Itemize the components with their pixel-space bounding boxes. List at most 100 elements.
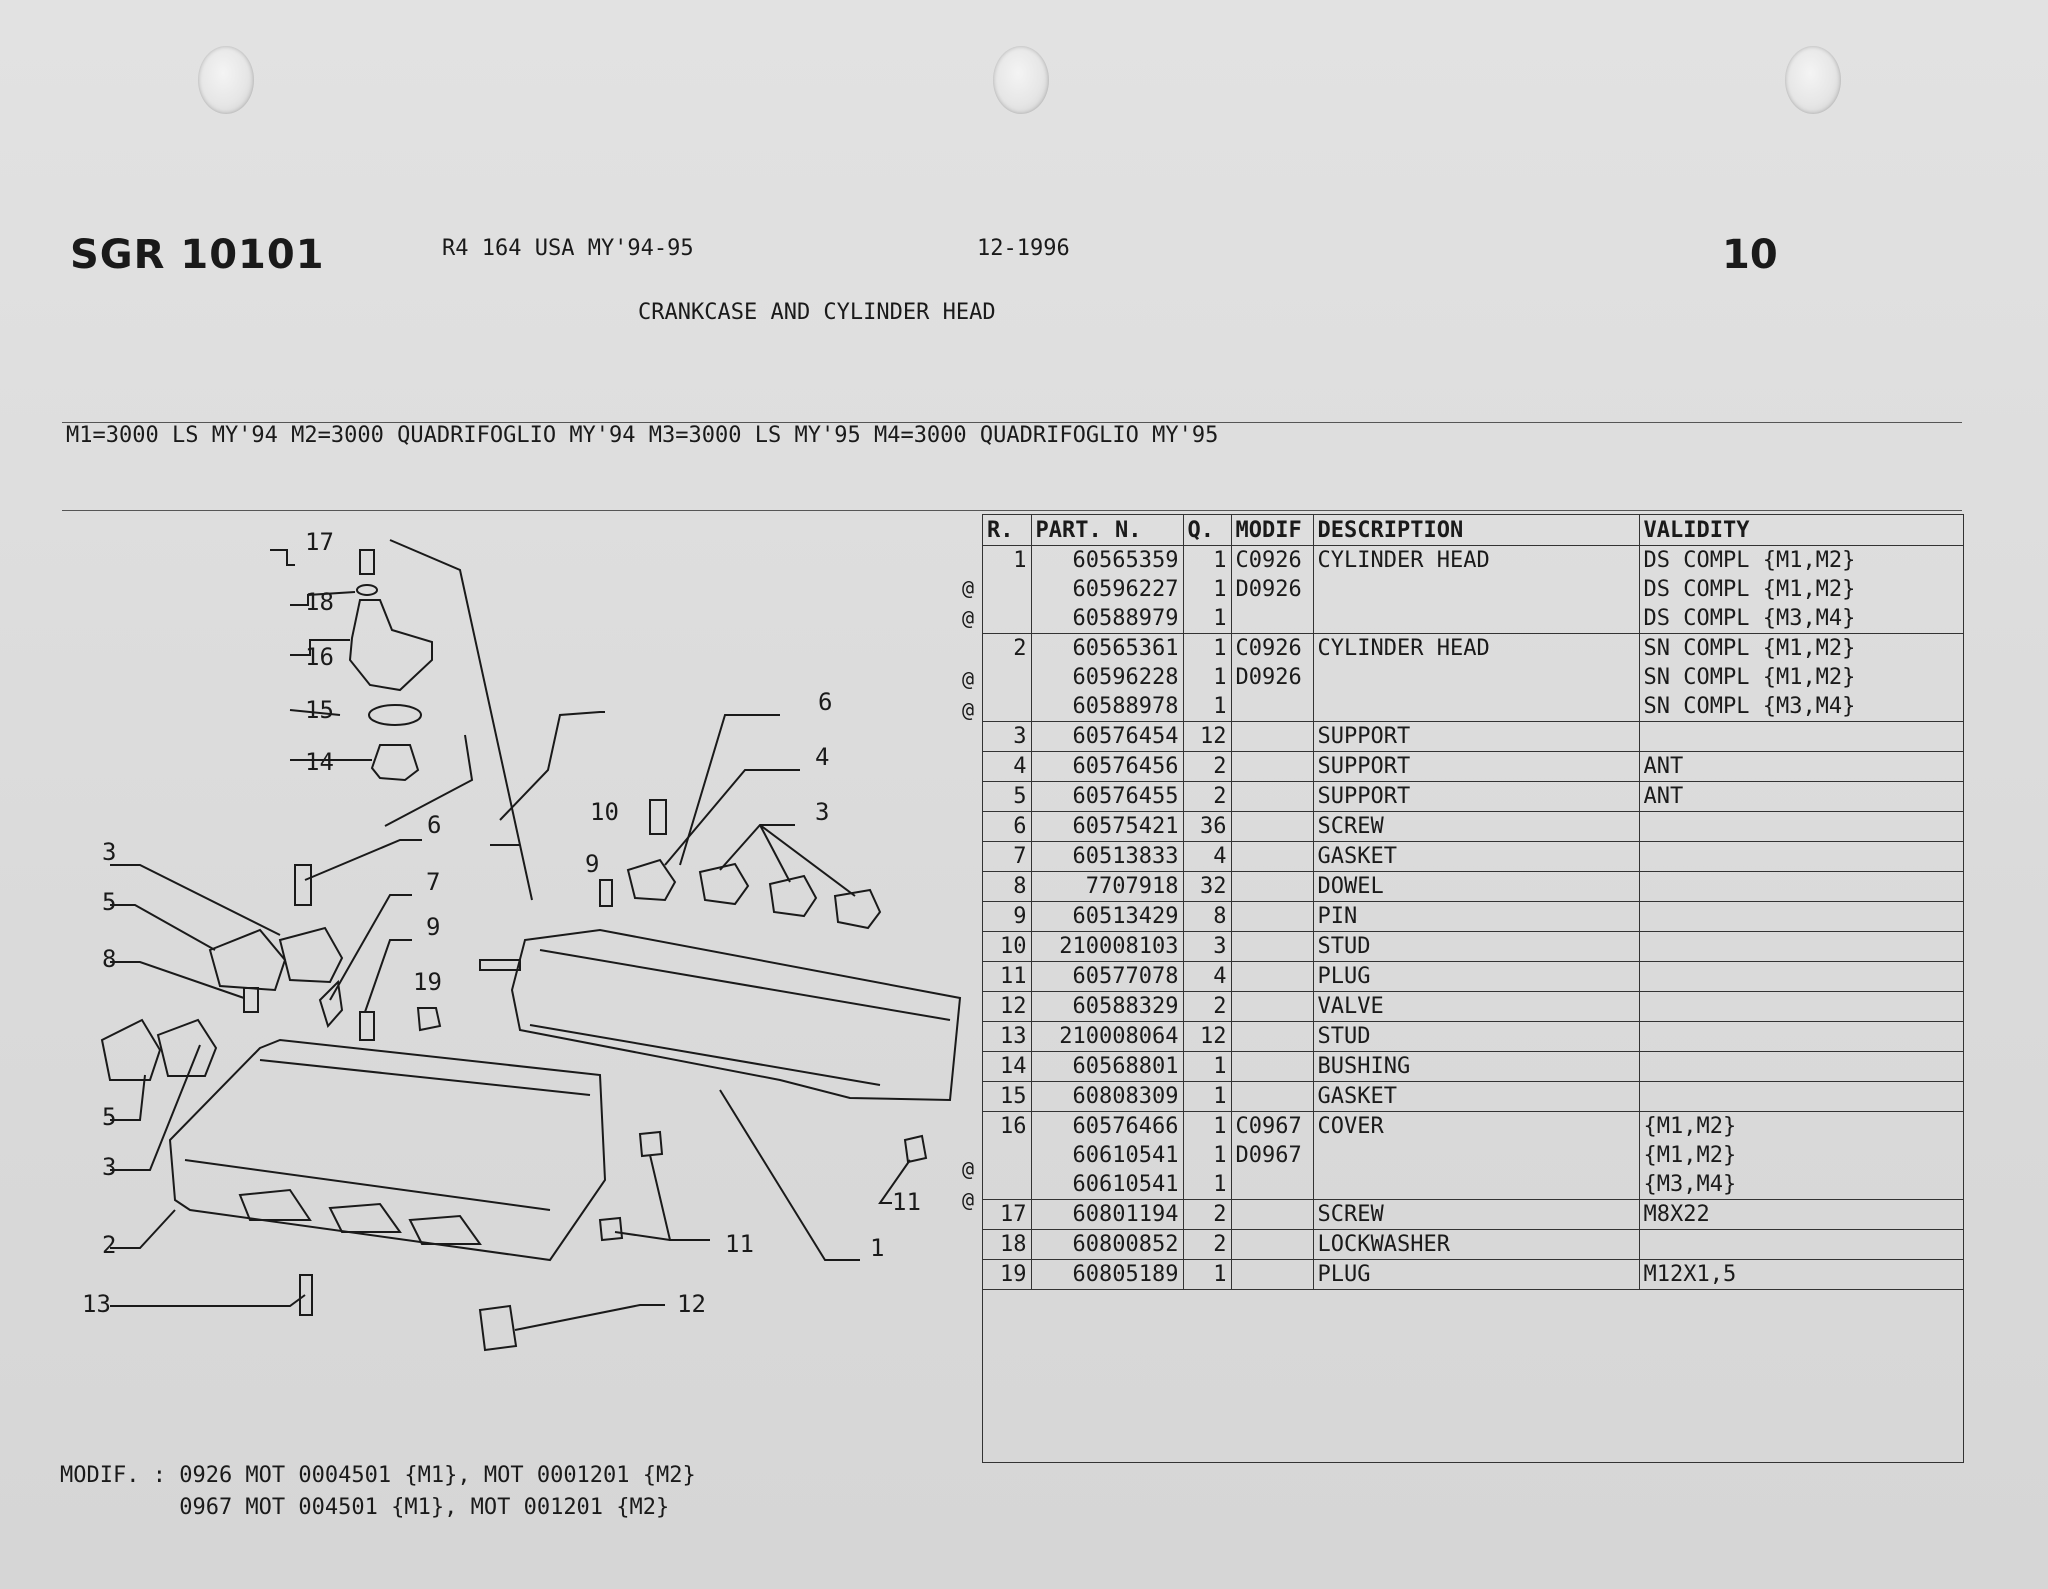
cell-quantity: 32 [1183, 871, 1232, 902]
callout-18: 18 [305, 588, 334, 616]
group-number: 10 [1722, 232, 1778, 278]
cell-validity: SN COMPL {M1,M2} [1643, 665, 1856, 690]
cell-description: DOWEL [1313, 871, 1640, 902]
cell-description: SUPPORT [1313, 781, 1640, 812]
plug-19-shape [416, 1007, 442, 1032]
callout-17: 17 [305, 528, 334, 556]
cell-modif-code [1231, 721, 1314, 752]
cell-quantity: 1 [1183, 1111, 1232, 1141]
cell-validity [1639, 1081, 1963, 1112]
guide-line-2 [384, 734, 474, 827]
revision-mark: @ [962, 575, 975, 600]
callout-3-top: 3 [815, 798, 829, 826]
revision-mark: @ [962, 606, 975, 631]
cell-description [1313, 575, 1640, 604]
cell-quantity: 2 [1183, 1199, 1232, 1230]
cell-description: PLUG [1313, 961, 1640, 992]
col-header-r: R. [983, 515, 1032, 546]
cell-validity: M12X1,5 [1639, 1259, 1963, 1290]
cell-ref-number: 11 [983, 961, 1032, 992]
cell-validity [1639, 961, 1963, 992]
cell-quantity: 1 [1183, 545, 1232, 575]
callout-14: 14 [305, 748, 334, 776]
callout-19: 19 [413, 968, 442, 996]
cell-part-number: 210008103 [1031, 931, 1184, 962]
diagram-drawing [100, 539, 962, 1352]
support-3-shape-left [278, 926, 344, 984]
cell-modif-code [1231, 692, 1314, 722]
modif-note-line-2: 0967 MOT 004501 {M1}, MOT 001201 {M2} [60, 1495, 670, 1520]
callout-16: 16 [305, 643, 334, 671]
cell-part-number: 60565361 [1031, 633, 1184, 663]
cell-modif-code [1231, 604, 1314, 634]
cell-description: GASKET [1313, 841, 1640, 872]
leader-3-c [759, 824, 856, 897]
cell-part-number: 60596228 [1031, 663, 1184, 692]
leader-2 [110, 1209, 176, 1249]
cell-ref-number: 13 [983, 1021, 1032, 1052]
col-header-validity: VALIDITY [1639, 515, 1963, 546]
leader-12 [514, 1304, 665, 1331]
plug-11-shape-a [638, 1130, 664, 1158]
cell-modif-code [1231, 781, 1314, 812]
callout-11-lower: 11 [725, 1230, 754, 1258]
catalog-code: SGR 10101 [70, 232, 325, 278]
cell-modif-code [1231, 811, 1314, 842]
cell-validity [1639, 841, 1963, 872]
parts-table-grid: R. PART. N. Q. MODIF DESCRIPTION VALIDIT… [983, 515, 1963, 1290]
callout-15: 15 [305, 696, 334, 724]
cell-part-number: 60577078 [1031, 961, 1184, 992]
cell-ref-number [983, 692, 1032, 722]
support-3-shape-b [768, 874, 818, 918]
leader-15 [289, 709, 341, 716]
screw-6-shape-top [649, 799, 667, 835]
leader-13 [110, 1294, 306, 1307]
table-header-row: R. PART. N. Q. MODIF DESCRIPTION VALIDIT… [983, 515, 1963, 546]
cell-part-number: 60513429 [1031, 901, 1184, 932]
cell-validity: DS COMPL {M1,M2} [1643, 577, 1856, 602]
callout-9-top: 9 [585, 850, 599, 878]
cell-validity: ANT [1639, 781, 1963, 812]
cell-quantity: 2 [1183, 781, 1232, 812]
lockwasher-18-shape [356, 584, 378, 596]
manifold-port-c [408, 1214, 482, 1245]
cell-ref-number: 12 [983, 991, 1032, 1022]
cell-quantity: 8 [1183, 901, 1232, 932]
cell-modif-code [1231, 1229, 1314, 1260]
cell-ref-number [983, 604, 1032, 634]
cell-description: SUPPORT [1313, 751, 1640, 782]
cell-ref-number: 1 [983, 545, 1032, 575]
gasket-7-shape [318, 979, 344, 1029]
support-3-shape-c [833, 888, 882, 930]
cell-part-number: 60576466 [1031, 1111, 1184, 1141]
cell-part-number: 60610541 [1031, 1170, 1184, 1200]
leader-3-b [759, 824, 791, 883]
callout-3-left: 3 [102, 838, 116, 866]
cell-quantity: 1 [1183, 604, 1232, 634]
cell-description [1313, 692, 1640, 722]
cell-modif-code [1231, 961, 1314, 992]
cell-validity [1639, 1229, 1963, 1260]
cell-part-number: 210008064 [1031, 1021, 1184, 1052]
bushing-14-shape [370, 744, 420, 782]
cell-description: PIN [1313, 901, 1640, 932]
cell-modif-code [1231, 901, 1314, 932]
leader-18 [290, 591, 356, 606]
cell-modif-code [1231, 1021, 1314, 1052]
cell-modif-code: D0926 [1231, 663, 1314, 692]
cell-validity [1639, 811, 1963, 842]
leader-1 [719, 1089, 860, 1261]
modification-note: MODIF. : 0926 MOT 0004501 {M1}, MOT 0001… [60, 1460, 696, 1524]
cell-quantity: 1 [1183, 692, 1232, 722]
cell-quantity: 4 [1183, 961, 1232, 992]
support-5-shape-b [100, 1018, 162, 1081]
cell-quantity: 12 [1183, 721, 1232, 752]
cell-quantity: 2 [1183, 1229, 1232, 1260]
